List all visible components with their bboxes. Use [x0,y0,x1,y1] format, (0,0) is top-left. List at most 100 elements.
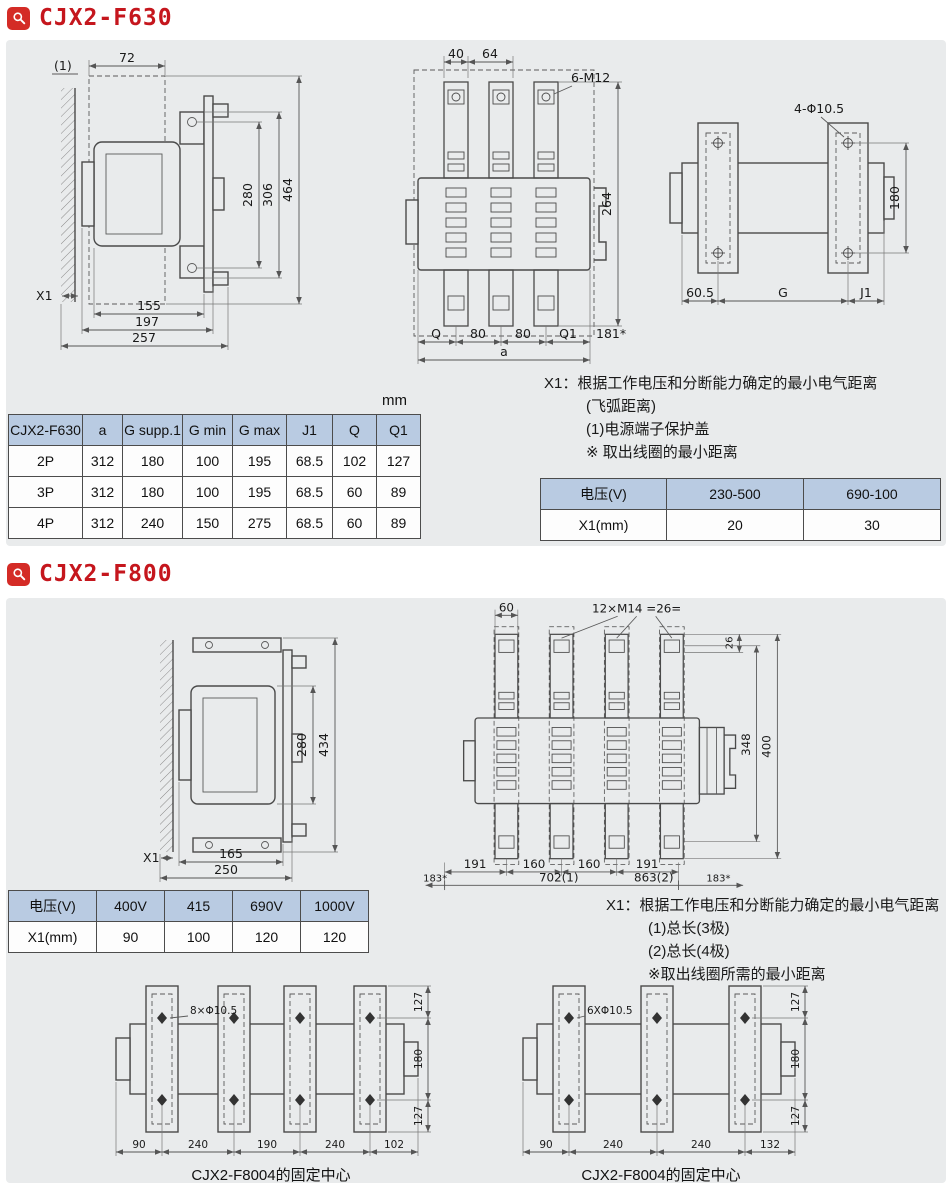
dim-label: 90 [539,1139,552,1151]
dim-label: 90 [132,1139,145,1151]
f800-panel: 280 434 165 250 X1 [6,598,946,1184]
dim-label: 197 [135,314,159,329]
f800-notes: X1：根据工作电压和分断能力确定的最小电气距离 (1)总长(3极) (2)总长(… [606,894,939,986]
table-row: X1(mm) 90 100 120 120 [8,921,369,953]
dimension-labels: 6XΦ10.5 127 180 127 90 240 240 132 [539,992,802,1151]
table-header-cell: 230-500 [666,478,804,510]
wall-hatch [61,88,76,302]
f630-front-view-drawing: 40 64 6-M12 264 Q 80 80 Q1 181* a [405,46,626,364]
f630-notes: X1：根据工作电压和分断能力确定的最小电气距离 (飞弧距离) (1)电源端子保护… [544,372,877,464]
mounting-plate [669,122,895,274]
dim-label: 240 [603,1139,623,1151]
dimension-lines [522,985,808,1156]
dim-label: 191 [636,857,659,871]
mount-caption-right: CJX2-F8004的固定中心 [581,1167,741,1184]
outline-dashed [413,69,595,337]
table-header-cell: Q [332,414,377,446]
table-header-cell: J1 [286,414,333,446]
dim-label: 40 [448,46,464,61]
table-cell: 30 [803,509,941,541]
dim-label: 348 [739,733,753,756]
dim-label: 155 [137,298,161,313]
f800-side-view-drawing: 280 434 165 250 X1 [143,637,338,882]
table-cell: 68.5 [286,507,333,539]
dimension-lines [425,609,782,891]
table-header-cell: 1000V [300,890,369,922]
table-cell: 100 [164,921,233,953]
table-cell: 312 [82,445,123,477]
table-cell: 2P [8,445,83,477]
note-line: (2)总长(4极) [648,943,730,960]
table-header-cell: G supp.1 [122,414,183,446]
dim-label: Q1 [559,326,577,341]
dim-label: 400 [760,735,774,758]
table-cell: 102 [332,445,377,477]
contactor-body [81,95,229,293]
hole-label: 4-Φ10.5 [794,101,844,116]
f800-voltage-table: 电压(V) 400V 415 690V 1000V X1(mm) 90 100 … [8,890,369,953]
table-cell: 180 [122,445,183,477]
contactor-base [462,717,737,805]
dim-label: 180 [887,186,902,210]
table-row: 2P 312 180 100 195 68.5 102 127 [8,445,421,477]
dim-label: 306 [260,183,275,207]
dim-label: 183* [706,873,730,884]
dim-label: 280 [240,183,255,207]
table-cell: 89 [376,476,421,508]
table-cell: 89 [376,507,421,539]
dim-label: 702(1) [539,870,579,884]
f630-mounting-drawing: 4-Φ10.5 180 60.5 G J1 [669,101,909,305]
dim-label: G [778,285,788,300]
f800-front-view-drawing: 60 12×M14 =26= 26 348 400 191 160 160 19… [423,601,782,891]
table-cell: 312 [82,507,123,539]
table-cell: 68.5 [286,445,333,477]
table-cell: 90 [96,921,165,953]
table-cell: 312 [82,476,123,508]
dim-label: 80 [470,326,486,341]
dim-label: 464 [280,178,295,202]
table-header-cell: G min [182,414,233,446]
table-header-row: 电压(V) 400V 415 690V 1000V [8,890,369,922]
dim-label: 190 [257,1139,277,1151]
dim-label: 165 [219,846,243,861]
dimension-labels: 4-Φ10.5 180 60.5 G J1 [686,101,902,300]
table-cell: 195 [232,476,287,508]
poles [493,626,685,865]
dim-label: 127 [790,992,802,1012]
dim-label: 180 [790,1049,802,1069]
f630-panel: 72 (1) 280 306 464 155 197 257 X1 [6,40,946,546]
table-header-cell: 电压(V) [8,890,97,922]
table-header-cell: G max [232,414,287,446]
table-header-row: 电压(V) 230-500 690-100 [540,478,941,510]
table-header-cell: 400V [96,890,165,922]
dim-label: 181* [596,326,626,341]
table-cell: 4P [8,507,83,539]
dim-label: 132 [760,1139,780,1151]
dim-label: 180 [413,1049,425,1069]
note-line: ※取出线圈所需的最小距离 [648,966,826,983]
table-header-row: CJX2-F630 a G supp.1 G min G max J1 Q Q1 [8,414,421,446]
mounting-plate [115,985,419,1133]
dim-label: 257 [132,330,156,345]
dim-label: 434 [316,733,331,757]
f800-mounting-drawing-4p: 8×Φ10.5 127 180 127 90 240 190 240 102 [115,985,431,1156]
mounting-plate [522,985,796,1133]
thread-label: 6-M12 [571,70,610,85]
table-header-cell: 690V [232,890,301,922]
dim-label: 102 [384,1139,404,1151]
dim-label: 250 [214,862,238,877]
dimension-labels: 8×Φ10.5 127 180 127 90 240 190 240 102 [132,992,425,1151]
table-cell: 120 [232,921,301,953]
section-title: CJX2-F630 [39,5,173,31]
hole-label: 6XΦ10.5 [587,1005,633,1017]
dimension-lines [681,116,909,305]
dim-label: 60 [499,601,514,615]
note-line: X1：根据工作电压和分断能力确定的最小电气距离 [544,375,878,392]
dimension-labels: 40 64 6-M12 264 Q 80 80 Q1 181* a [431,46,626,359]
table-cell: X1(mm) [8,921,97,953]
f630-section-header: CJX2-F630 [0,2,952,34]
table-cell: 60 [332,476,377,508]
f630-side-view-drawing: 72 (1) 280 306 464 155 197 257 X1 [36,50,302,350]
dim-label: 240 [691,1139,711,1151]
